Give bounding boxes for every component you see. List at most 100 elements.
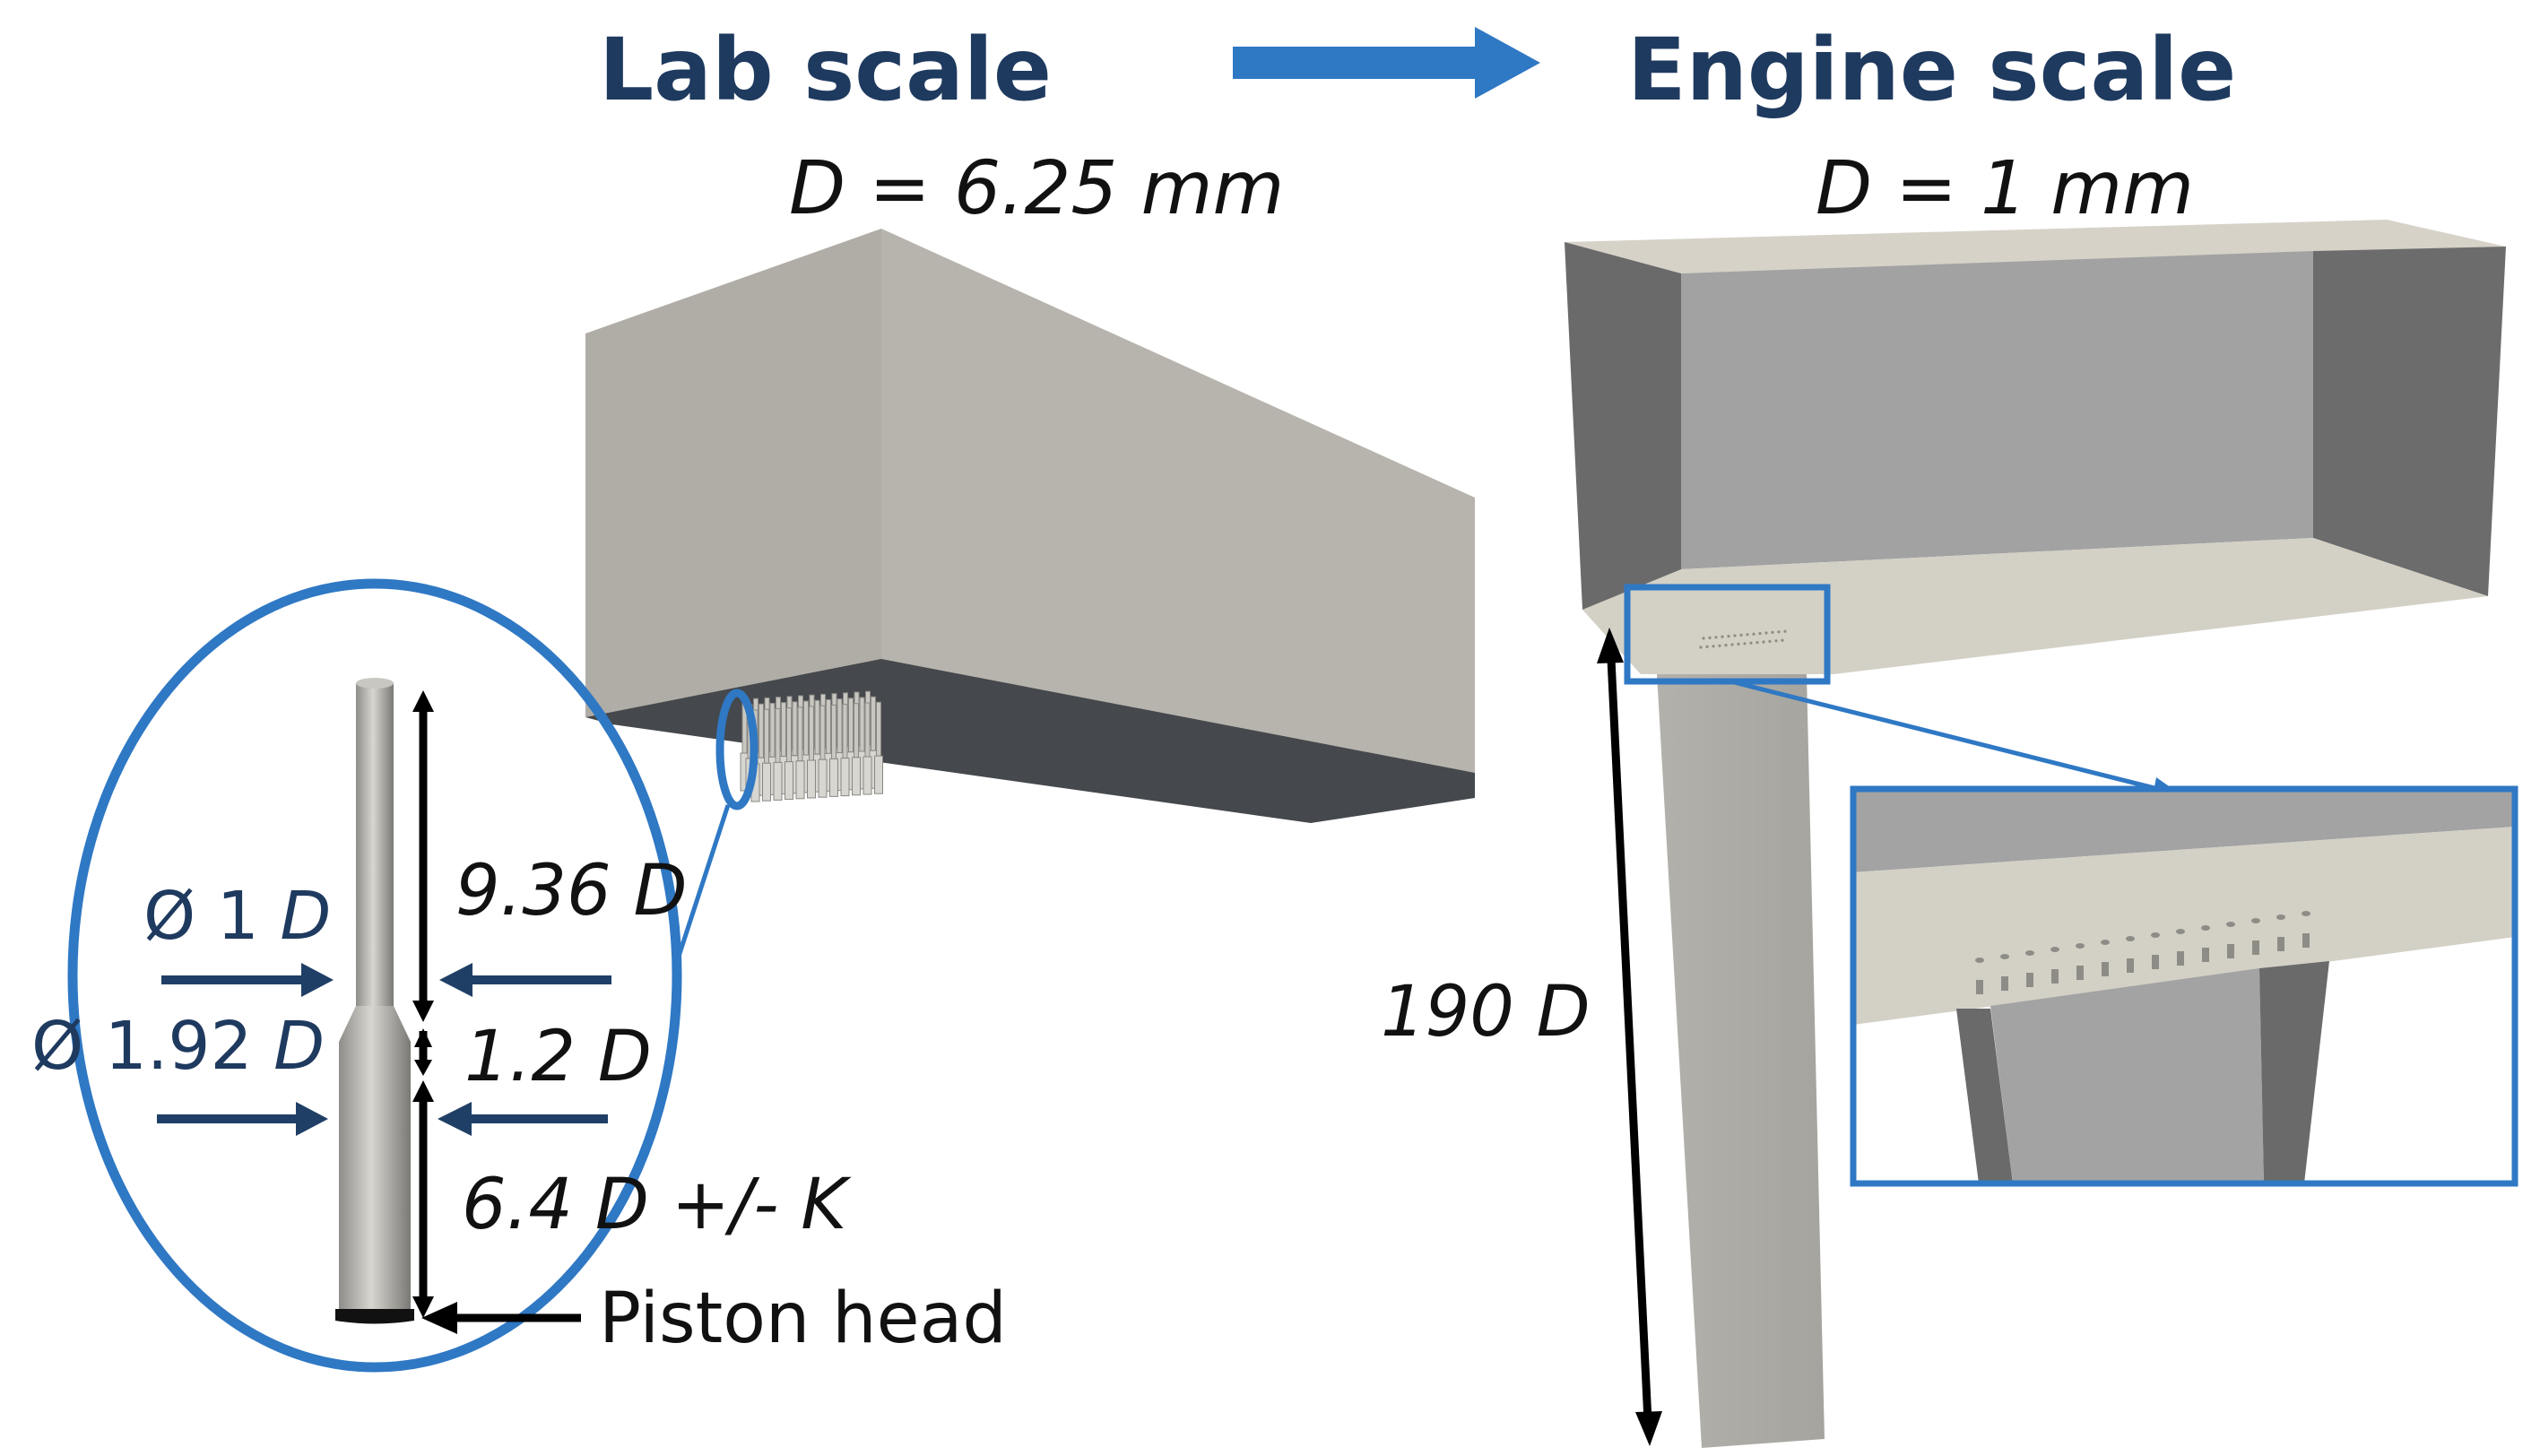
inner-diameter-value: Ø 1 <box>143 878 281 955</box>
engine-zoom-box <box>1624 584 1831 685</box>
array-nozzle-base <box>773 761 783 801</box>
single-nozzle <box>335 678 414 1324</box>
array-nozzle-tube <box>819 705 826 760</box>
engine-chamber-top-rim <box>1565 220 2506 273</box>
dimension-lines <box>412 690 581 1334</box>
inset-nozzle-stub <box>2277 937 2284 951</box>
array-nozzle-tube <box>826 698 831 754</box>
nozzle-zoom-ellipse <box>67 578 682 1373</box>
dim-arrowhead <box>414 1060 432 1076</box>
engine-hole <box>1771 630 1774 635</box>
array-nozzle-tube <box>837 698 843 754</box>
array-nozzle-tube <box>781 702 786 758</box>
engine-hole <box>1755 641 1759 645</box>
inset-duct-center <box>1990 968 2264 1183</box>
engine-diameter-label: D = 1 mm <box>1816 146 2194 231</box>
inset-duct-left <box>1956 1009 2013 1183</box>
array-nozzle-base <box>874 755 883 794</box>
engine-hole <box>1702 637 1705 640</box>
duct-length-line <box>1607 658 1652 1422</box>
engine-hole <box>1749 641 1753 645</box>
piston-head <box>335 1309 414 1324</box>
upper-length-label: 9.36 D <box>455 851 688 932</box>
array-nozzle-base <box>762 762 771 802</box>
inset-hole <box>2151 932 2160 938</box>
engine-hole <box>1712 645 1715 648</box>
nozzle-wide-tube <box>339 1042 411 1311</box>
lab-chamber-bottom-face <box>585 659 1475 823</box>
engine-scale-title: Engine scale <box>1627 20 2237 120</box>
inset-hole <box>2050 947 2059 952</box>
engine-hole <box>1746 633 1749 637</box>
engine-chamber-right-wall <box>2313 247 2506 596</box>
array-nozzle-tube <box>876 701 881 757</box>
engine-hole <box>1752 632 1755 636</box>
piston-pointer-head <box>421 1302 457 1334</box>
inset-hole <box>2101 940 2110 945</box>
engine-hole <box>1733 634 1737 637</box>
engine-hole <box>1781 638 1784 642</box>
inner-diameter-unit: D <box>280 878 332 955</box>
array-nozzle-tube <box>814 699 820 755</box>
array-nozzle-tube <box>759 703 764 758</box>
array-nozzle-tube <box>786 707 792 763</box>
inset-hole <box>2201 925 2210 931</box>
arrowhead <box>296 1102 328 1136</box>
lab-scale-title: Lab scale <box>599 20 1052 120</box>
engine-hole <box>1737 642 1740 646</box>
dim-arrowhead <box>412 1001 434 1022</box>
inset-nozzle-stub <box>2127 958 2134 973</box>
inset-duct-right <box>2259 961 2329 1183</box>
inset-hole <box>1975 958 1984 963</box>
inner-diameter-label: Ø 1 D <box>143 883 331 949</box>
arrowhead <box>1597 628 1624 663</box>
outer-diameter-unit: D <box>273 1008 325 1085</box>
inset-hole <box>2025 950 2034 956</box>
engine-hole <box>1724 644 1728 647</box>
array-nozzle-base <box>807 759 816 799</box>
inset-nozzle-stub <box>2227 944 2234 958</box>
array-nozzle-tube <box>864 702 871 758</box>
engine-chamber <box>1565 220 2506 674</box>
array-nozzle-base <box>795 760 805 800</box>
outer-diameter-label: Ø 1.92 D <box>31 1013 325 1079</box>
array-nozzle-tube <box>803 700 809 756</box>
inset-nozzle-stub <box>2202 948 2209 962</box>
arrowhead <box>301 963 334 997</box>
dim-arrowhead <box>414 1028 432 1047</box>
array-nozzle-base <box>829 758 838 797</box>
outer-diameter-value: Ø 1.92 <box>31 1008 274 1085</box>
nozzle-thin-tube <box>356 683 394 1006</box>
engine-zoom-connector <box>1729 679 2166 793</box>
engine-hole <box>1708 636 1712 640</box>
array-nozzle-tube <box>764 708 769 764</box>
engine-hole <box>1783 629 1787 633</box>
nozzle-highlight-ellipse <box>715 689 759 810</box>
engine-duct <box>1657 674 1825 1448</box>
inset-hole <box>2302 911 2310 916</box>
inset-nozzle-stub <box>2102 962 2109 976</box>
inset-hole <box>2000 954 2009 959</box>
engine-hole <box>1764 631 1768 635</box>
lower-length-label: 6.4 D +/- K <box>462 1165 847 1245</box>
inset-hole <box>2251 918 2260 923</box>
inset-hole <box>2276 914 2285 920</box>
array-nozzle-tube <box>809 706 814 761</box>
engine-nozzle-holes <box>1699 629 1787 649</box>
engine-hole <box>1718 644 1721 647</box>
inset-nozzle-stub <box>2152 955 2159 969</box>
engine-hole <box>1777 630 1781 634</box>
zoom-connector-line <box>672 804 731 971</box>
engine-hole <box>1739 633 1743 637</box>
engine-hole <box>1762 640 1765 644</box>
array-nozzle-base <box>818 758 828 798</box>
inset-nozzle-stub <box>2051 969 2059 984</box>
inset-nozzle-stub <box>2026 973 2033 987</box>
dim-arrowhead <box>412 690 434 712</box>
lab-diameter-label: D = 6.25 mm <box>789 146 1285 231</box>
inset-upper-band <box>1853 792 2515 872</box>
engine-hole <box>1758 632 1762 636</box>
engine-chamber-floor <box>1582 538 2488 674</box>
engine-hole <box>1699 646 1703 649</box>
